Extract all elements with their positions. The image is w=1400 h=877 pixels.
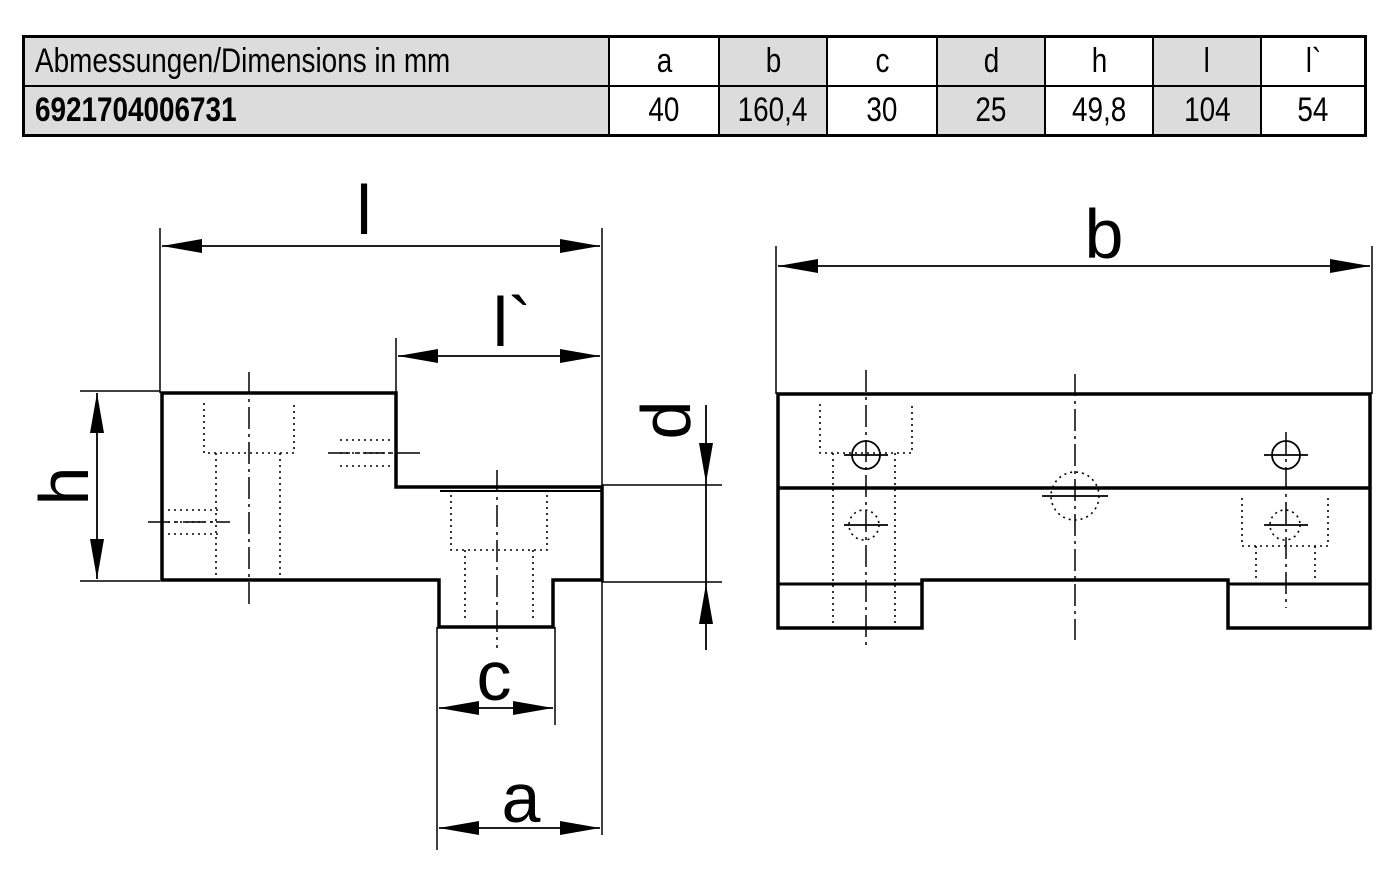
col-a-value: 40	[608, 85, 720, 137]
col-c-header: c	[826, 35, 938, 87]
col-lprime-header: l`	[1260, 35, 1367, 87]
extension-lines-side	[80, 228, 722, 850]
center-lines-front	[865, 370, 1287, 650]
part-number: 6921704006731	[35, 91, 237, 129]
extension-lines-front	[775, 246, 1373, 394]
col-lprime-value: 54	[1260, 85, 1367, 137]
side-view-outline	[160, 391, 604, 629]
hidden-lines-front	[819, 404, 1329, 630]
header-label-cell: Abmessungen/Dimensions in mm	[22, 35, 610, 87]
col-b-value: 160,4	[718, 85, 828, 137]
front-view-outline	[776, 392, 1372, 630]
col-c-value: 30	[826, 85, 938, 137]
col-b-header: b	[718, 35, 828, 87]
label-a: a	[502, 759, 541, 837]
header-label: Abmessungen/Dimensions in mm	[35, 42, 451, 80]
col-d-header: d	[936, 35, 1046, 87]
table-value-row: 6921704006731 40 160,4 30 25 49,8 104 54	[22, 85, 1367, 137]
dimensions-table: Abmessungen/Dimensions in mm a b c d h l…	[22, 35, 1367, 137]
label-l: l	[356, 171, 372, 249]
label-h: h	[25, 467, 103, 506]
hidden-lines-side	[168, 403, 548, 620]
label-d: d	[627, 401, 705, 440]
col-d-value: 25	[936, 85, 1046, 137]
label-c: c	[477, 637, 512, 715]
table-header-row: Abmessungen/Dimensions in mm a b c d h l…	[22, 35, 1367, 87]
col-h-value: 49,8	[1044, 85, 1154, 137]
label-b: b	[1085, 195, 1124, 273]
hole-markers-front	[844, 440, 1308, 526]
side-view: l l` h d c a	[25, 171, 722, 850]
col-l-header: l	[1152, 35, 1262, 87]
col-h-header: h	[1044, 35, 1154, 87]
part-number-cell: 6921704006731	[22, 85, 610, 137]
center-lines-side	[148, 372, 498, 648]
label-l-prime: l`	[493, 283, 532, 361]
front-view: b	[775, 195, 1373, 650]
col-l-value: 104	[1152, 85, 1262, 137]
col-a-header: a	[608, 35, 720, 87]
dimension-lines-side	[90, 239, 713, 835]
